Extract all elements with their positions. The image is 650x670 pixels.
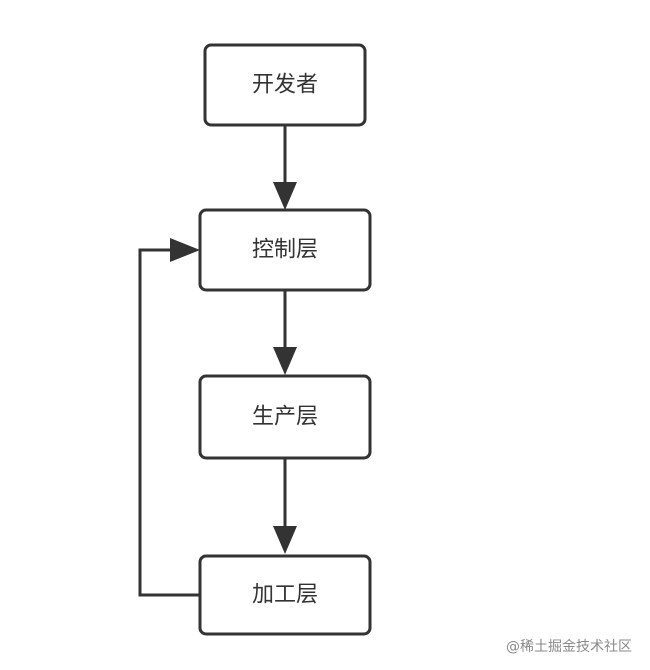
node-developer-box xyxy=(203,43,367,127)
node-control-layer: 控制层 xyxy=(198,208,372,292)
node-production-layer: 生产层 xyxy=(198,374,372,460)
arrowhead-control-to-production xyxy=(273,347,297,375)
node-production-layer-label: 生产层 xyxy=(252,405,318,430)
arrowhead-production-to-processing xyxy=(273,526,297,554)
node-control-layer-label: 控制层 xyxy=(252,238,318,263)
node-processing-layer-label: 加工层 xyxy=(252,583,318,608)
node-control-layer-box xyxy=(198,208,372,292)
watermark: @稀土掘金技术社区 xyxy=(506,639,632,655)
node-processing-layer-box xyxy=(198,554,372,636)
arrowhead-processing-to-control xyxy=(170,238,200,262)
edge-processing-to-control-loop xyxy=(138,248,200,597)
arrowhead-developer-to-control xyxy=(273,182,297,210)
node-developer: 开发者 xyxy=(203,43,367,127)
node-developer-label: 开发者 xyxy=(252,73,318,98)
node-production-layer-box xyxy=(198,374,372,460)
node-processing-layer: 加工层 xyxy=(198,554,372,636)
